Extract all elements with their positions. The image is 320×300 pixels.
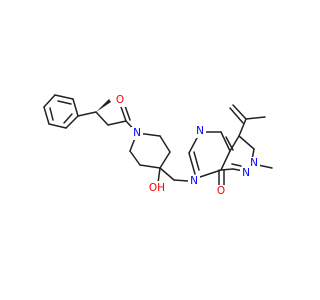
atom-label-o-ring: O <box>217 185 225 197</box>
atom-label-n-piperidine: N <box>133 127 141 139</box>
wedge-bond <box>96 99 111 112</box>
atom-label-n1: N <box>242 167 250 179</box>
atom-label-o-carbonyl: O <box>116 94 124 106</box>
molecule-structure: O N OH N N N N O <box>43 94 273 198</box>
atom-label-n4: N <box>196 125 204 137</box>
atom-label-hydroxyl: OH <box>149 182 165 194</box>
butanoyl-chain <box>77 99 138 134</box>
isopropenyl-group <box>229 104 266 137</box>
pyrimidinone-ring <box>188 131 234 189</box>
atom-label-n2: N <box>250 157 258 169</box>
atom-labels: O N OH N N N N O <box>114 94 260 198</box>
linker <box>157 167 189 184</box>
phenyl-ring <box>43 94 79 129</box>
atom-label-n6: N <box>190 175 198 187</box>
